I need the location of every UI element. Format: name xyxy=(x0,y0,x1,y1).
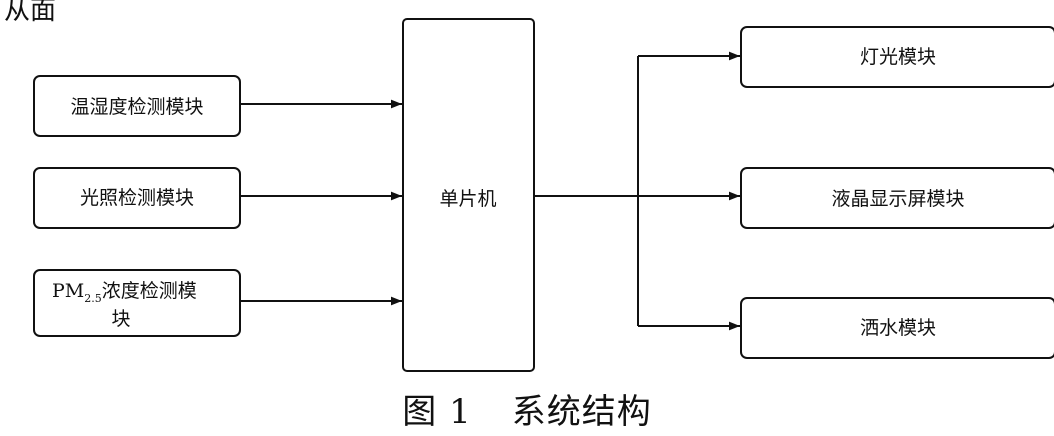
temp-humidity-module: 温湿度检测模块 xyxy=(33,75,241,137)
figure-label: 图 1 xyxy=(402,392,472,432)
pm-line1-rest: 浓度检测模 xyxy=(102,280,197,302)
figure-caption: 图 1 系统结构 xyxy=(0,384,1054,433)
pm25-label-line2: 块 xyxy=(111,308,130,330)
top-text-fragment: 从面 xyxy=(4,0,57,26)
mcu-block: 单片机 xyxy=(402,18,535,372)
sprinkler-output-label: 洒水模块 xyxy=(860,317,936,339)
light-output-module: 灯光模块 xyxy=(740,26,1054,88)
temp-humidity-label: 温湿度检测模块 xyxy=(70,96,203,118)
figure-title: 系统结构 xyxy=(511,392,652,432)
pm-prefix: PM xyxy=(52,280,84,302)
lcd-output-module: 液晶显示屏模块 xyxy=(740,167,1054,229)
system-structure-diagram: 温湿度检测模块 光照检测模块 PM2.5浓度检测模 块 单片机 灯光模块 液晶显… xyxy=(33,18,1054,372)
light-detect-module: 光照检测模块 xyxy=(33,167,241,229)
pm25-detect-module: PM2.5浓度检测模 块 xyxy=(33,269,241,337)
lcd-output-label: 液晶显示屏模块 xyxy=(831,188,964,210)
pm25-label-line1: PM2.5浓度检测模 xyxy=(52,280,197,305)
mcu-label: 单片机 xyxy=(439,188,496,210)
light-detect-label: 光照检测模块 xyxy=(80,187,194,209)
pm-subscript: 2.5 xyxy=(84,292,102,305)
light-output-label: 灯光模块 xyxy=(860,46,936,68)
sprinkler-output-module: 洒水模块 xyxy=(740,297,1054,359)
